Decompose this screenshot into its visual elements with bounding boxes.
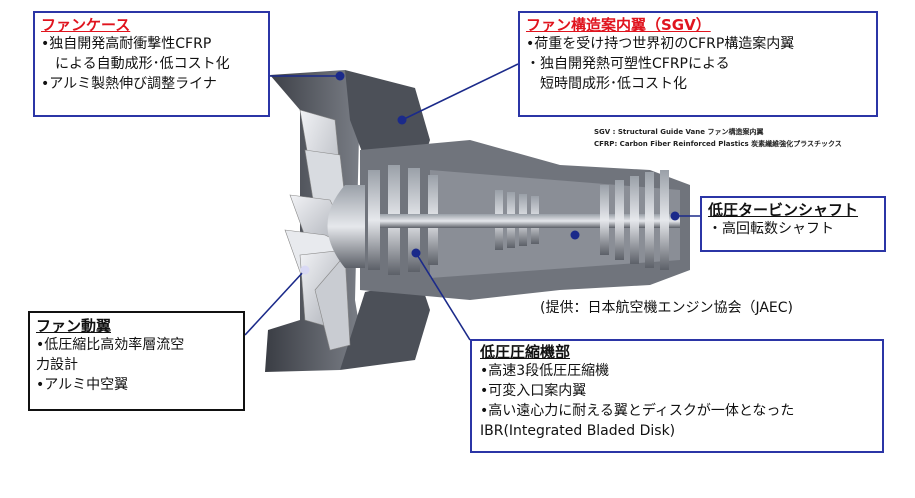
legend-cfrp: CFRP: Carbon Fiber Reinforced Plastics 炭… <box>594 140 842 148</box>
fan-case-line: •アルミ製熱伸び調整ライナ <box>41 76 217 92</box>
sgv-line: •荷重を受け持つ世界初のCFRP構造案内翼 <box>526 36 795 52</box>
spinner-cone <box>327 185 365 268</box>
lpc-line: •高い遠心力に耐える翼とディスクが一体となった <box>480 403 795 419</box>
credit-text: (提供：日本航空機エンジン協会（JAEC) <box>540 300 794 316</box>
fan-blade-title: ファン動翼 <box>36 317 112 335</box>
fan-blade-line: •アルミ中空翼 <box>36 377 129 393</box>
fan-case-callout: ファンケース •独自開発高耐衝撃性CFRP による自動成形･低コスト化 •アルミ… <box>33 11 270 117</box>
lpc-title: 低圧圧縮機部 <box>480 343 571 361</box>
sgv-line: ・独自開発熱可塑性CFRPによる <box>526 56 730 72</box>
lpc-line: •高速3段低圧圧縮機 <box>480 363 610 379</box>
leader-lines <box>244 63 700 341</box>
fan-case-title: ファンケース <box>41 16 131 34</box>
lp-compressor-callout: 低圧圧縮機部 •高速3段低圧圧縮機 •可変入口案内翼 •高い遠心力に耐える翼とデ… <box>470 339 884 453</box>
fan-case-line: •独自開発高耐衝撃性CFRP <box>41 36 212 52</box>
sgv-title: ファン構造案内翼（SGV） <box>526 16 711 34</box>
fan-blade-line: •低圧縮比高効率層流空 <box>36 337 185 353</box>
abbreviation-legend: SGV : Structural Guide Vane ファン構造案内翼 CFR… <box>594 126 842 150</box>
lpt-title: 低圧タービンシャフト <box>708 201 859 219</box>
fan-blade-callout: ファン動翼 •低圧縮比高効率層流空 力設計 •アルミ中空翼 <box>28 311 245 411</box>
lpt-line: ・高回転数シャフト <box>708 221 834 237</box>
sgv-line: 短時間成形･低コスト化 <box>526 76 687 92</box>
lp-turbine-shaft-callout: 低圧タービンシャフト ・高回転数シャフト <box>700 196 886 252</box>
legend-sgv: SGV : Structural Guide Vane ファン構造案内翼 <box>594 128 764 136</box>
fan-blade-line: 力設計 <box>36 357 78 373</box>
sgv-callout: ファン構造案内翼（SGV） •荷重を受け持つ世界初のCFRP構造案内翼 ・独自開… <box>518 11 878 117</box>
lpc-line: •可変入口案内翼 <box>480 383 587 399</box>
fan-case-line: による自動成形･低コスト化 <box>41 56 230 72</box>
lpc-line: IBR(Integrated Bladed Disk) <box>480 423 676 439</box>
turbine-stages <box>600 170 669 270</box>
